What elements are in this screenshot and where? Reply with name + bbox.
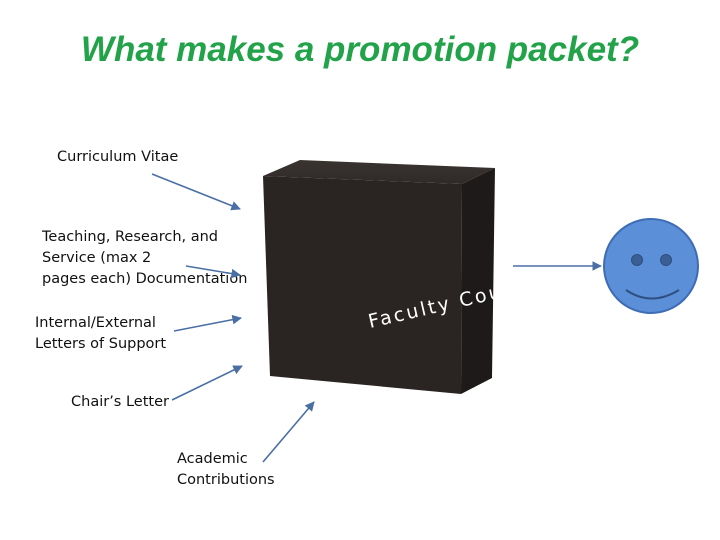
label-documentation-line: Teaching, Research, and (42, 229, 219, 245)
arrow-chairs-letter (171, 365, 243, 401)
smiley-face-icon (603, 218, 699, 314)
arrow-cv (151, 173, 241, 211)
cube-top-face (263, 160, 495, 184)
label-letters-of-support: Internal/External Letters of Support (35, 313, 166, 355)
cube-right-face (461, 168, 495, 394)
label-letters-line: Internal/External (35, 315, 156, 331)
smiley-left-eye (631, 254, 643, 266)
smiley-face-circle (603, 218, 699, 314)
arrow-documentation (185, 265, 241, 279)
label-curriculum-vitae: Curriculum Vitae (57, 149, 179, 165)
label-academic-contributions: Academic Contributions (177, 449, 275, 491)
label-chairs-letter: Chair’s Letter (71, 394, 169, 410)
smiley-mouth (625, 289, 680, 300)
label-academic-line: Contributions (177, 472, 275, 488)
arrow-academic-contributions (262, 401, 315, 463)
arrow-letters-of-support (173, 314, 242, 332)
cube-front-face (263, 176, 462, 394)
slide-title: What makes a promotion packet? (80, 30, 640, 69)
faculty-council-cube: Faculty Council (263, 160, 547, 394)
label-letters-line: Letters of Support (35, 336, 167, 352)
label-academic-line: Academic (177, 451, 248, 467)
label-documentation: Teaching, Research, and Service (max 2 p… (42, 227, 247, 290)
label-documentation-line: Service (max 2 (42, 250, 152, 266)
smiley-right-eye (660, 254, 672, 266)
label-documentation-line: pages each) Documentation (42, 271, 248, 287)
